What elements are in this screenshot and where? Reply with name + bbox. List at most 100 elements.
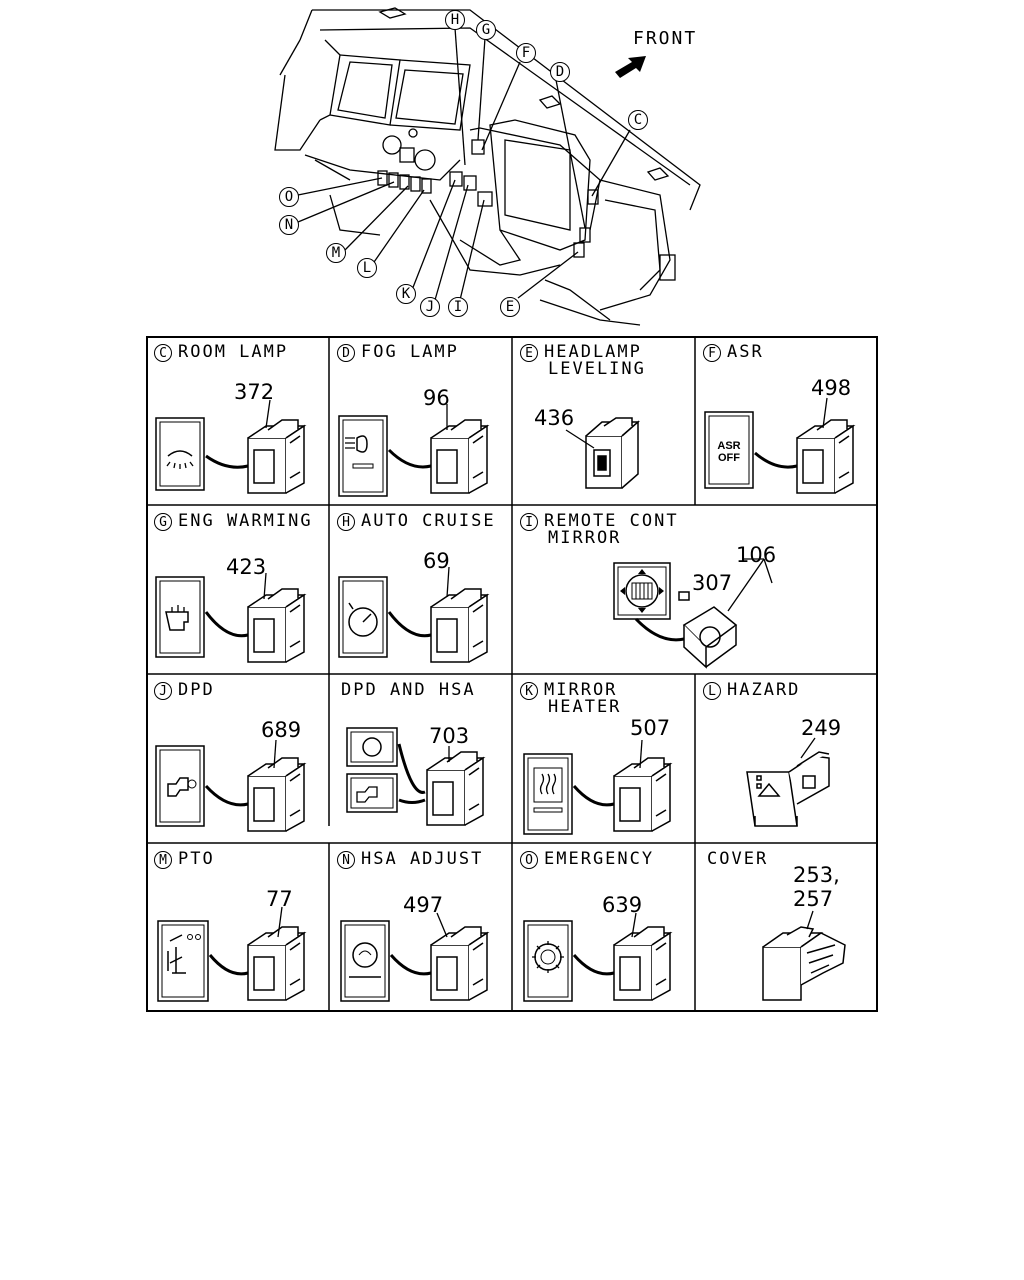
cell-title: H AUTO CRUISE xyxy=(337,513,496,531)
cell-title: N HSA ADJUST xyxy=(337,851,483,869)
callout-d: D xyxy=(550,62,570,82)
part-number: 423 xyxy=(226,555,267,579)
part-number-secondary: 257 xyxy=(793,887,834,911)
part-number: 372 xyxy=(234,380,275,404)
cell-title-line2: LEVELING xyxy=(548,359,646,379)
part-number: 497 xyxy=(403,893,444,917)
callout-f: F xyxy=(516,43,536,63)
cell-title-text: REMOTE CONT xyxy=(544,511,679,531)
cell-d: D FOG LAMP 96 xyxy=(331,338,514,507)
cell-extra-8: DPD AND HSA 703 xyxy=(331,676,514,845)
cell-title-text: HEADLAMP xyxy=(544,342,642,362)
callout-c: C xyxy=(628,110,648,130)
callout-l: L xyxy=(357,258,377,278)
dashboard-drawing xyxy=(274,7,701,326)
cell-title-text: DPD AND HSA xyxy=(341,680,476,700)
part-number: 436 xyxy=(534,406,575,430)
callout-m: M xyxy=(326,243,346,263)
part-number: 96 xyxy=(423,386,450,410)
cell-title: K MIRROR xyxy=(520,682,617,700)
cell-code-badge: E xyxy=(520,344,538,362)
mirrorheat-switch-drawing xyxy=(523,739,673,835)
cell-m: M PTO 77 xyxy=(148,845,331,1014)
cell-title-text: FOG LAMP xyxy=(361,342,459,362)
hazard-switch-drawing xyxy=(746,737,830,827)
cell-title-text: MIRROR xyxy=(544,680,618,700)
callout-n: N xyxy=(279,215,299,235)
front-arrow-icon xyxy=(615,56,646,78)
grid-lines xyxy=(146,336,878,1012)
asr-label-line2: OFF xyxy=(718,452,740,464)
mirror-switch-drawing xyxy=(613,558,773,669)
cell-title-text: ROOM LAMP xyxy=(178,342,289,362)
cell-extra-14: COVER 253,257 xyxy=(697,845,880,1014)
part-number: 249 xyxy=(801,716,842,740)
cell-title: D FOG LAMP xyxy=(337,344,459,362)
callout-g: G xyxy=(476,20,496,40)
cell-code-badge: O xyxy=(520,851,538,869)
cell-title-line2: HEATER xyxy=(548,697,622,717)
cell-title-text: COVER xyxy=(707,849,769,869)
callout-j: J xyxy=(420,297,440,317)
engwarm-switch-drawing xyxy=(155,572,307,663)
cell-title-text: PTO xyxy=(178,849,215,869)
leveling-switch-drawing xyxy=(565,417,640,489)
pto-switch-drawing xyxy=(157,906,307,1002)
cell-code-badge: C xyxy=(154,344,172,362)
asr-switch-drawing xyxy=(704,397,856,494)
callout-h: H xyxy=(445,10,465,30)
cell-title-text: AUTO CRUISE xyxy=(361,511,496,531)
roomlamp-switch-drawing xyxy=(155,399,307,494)
emergency-switch-drawing xyxy=(523,912,673,1002)
cell-title-text: ASR xyxy=(727,342,764,362)
cell-code-badge: I xyxy=(520,513,538,531)
cover-switch-drawing xyxy=(762,910,846,1001)
part-number: 77 xyxy=(266,887,293,911)
part-number: 498 xyxy=(811,376,852,400)
cell-n: N HSA ADJUST 497 xyxy=(331,845,514,1014)
part-number: 106 xyxy=(736,543,777,567)
part-number: 689 xyxy=(261,718,302,742)
part-number-secondary: 307 xyxy=(692,571,733,595)
cell-title: DPD AND HSA xyxy=(341,682,476,699)
cell-title: COVER xyxy=(707,851,768,868)
cell-title-text: EMERGENCY xyxy=(544,849,655,869)
dpd-switch-drawing xyxy=(155,739,307,832)
cell-title: L HAZARD xyxy=(703,682,800,700)
cell-code-badge: M xyxy=(154,851,172,869)
callout-k: K xyxy=(396,284,416,304)
cell-code-badge: G xyxy=(154,513,172,531)
cell-title: E HEADLAMP xyxy=(520,344,642,362)
cell-h: H AUTO CRUISE 69 xyxy=(331,507,514,676)
cell-c: C ROOM LAMP 372 xyxy=(148,338,331,507)
cell-code-badge: H xyxy=(337,513,355,531)
asr-label-line1: ASR xyxy=(717,440,741,452)
cell-title-text: HAZARD xyxy=(727,680,801,700)
cell-g: G ENG WARMING 423 xyxy=(148,507,331,676)
cell-title: G ENG WARMING xyxy=(154,513,313,531)
front-label: FRONT xyxy=(633,28,698,49)
callout-e: E xyxy=(500,297,520,317)
cell-title-text: DPD xyxy=(178,680,215,700)
dashboard-overview: FRONT H G F D C E O N M L K J I xyxy=(0,0,1024,335)
part-number: 703 xyxy=(429,724,470,748)
cell-code-badge: D xyxy=(337,344,355,362)
cell-title-text: ENG WARMING xyxy=(178,511,313,531)
cell-code-badge: K xyxy=(520,682,538,700)
callout-i: I xyxy=(448,297,468,317)
cell-code-badge: N xyxy=(337,851,355,869)
cell-title: O EMERGENCY xyxy=(520,851,654,869)
part-number: 253, xyxy=(793,863,840,887)
part-number: 69 xyxy=(423,549,450,573)
cell-title: M PTO xyxy=(154,851,215,869)
cell-title-text: HSA ADJUST xyxy=(361,849,484,869)
hsa-switch-drawing xyxy=(340,912,490,1002)
cell-code-badge: L xyxy=(703,682,721,700)
